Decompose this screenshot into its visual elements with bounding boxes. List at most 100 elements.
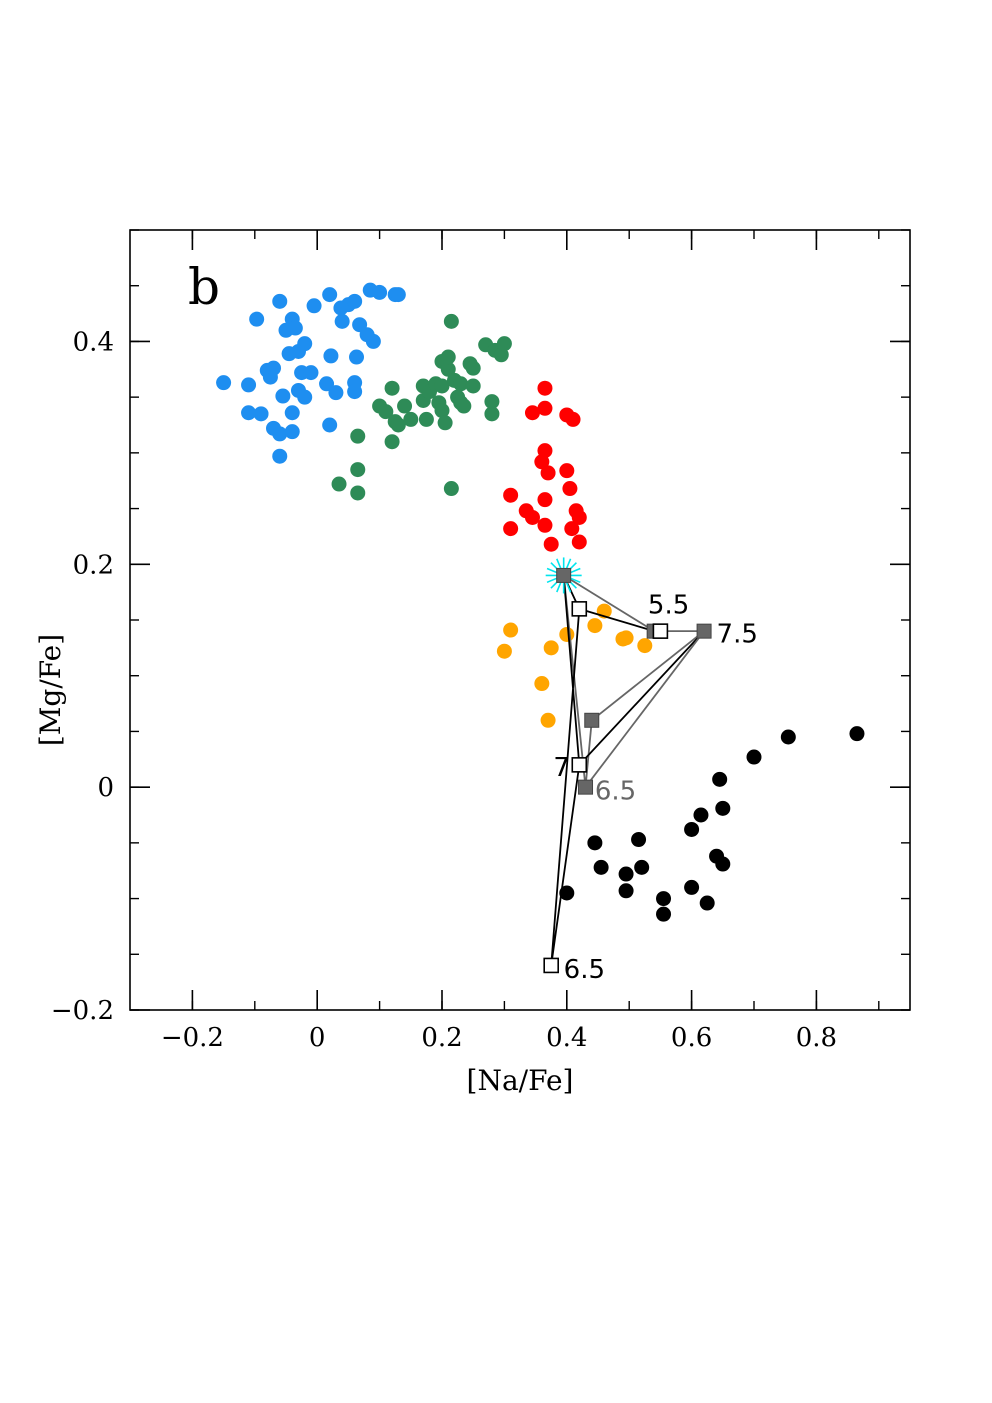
mass-label: 6.5 xyxy=(595,776,636,806)
scatter-point xyxy=(559,626,575,642)
scatter-point xyxy=(397,398,413,414)
filled-square-marker xyxy=(584,712,600,728)
scatter-point xyxy=(540,465,556,481)
scatter-point xyxy=(272,448,288,464)
scatter-point xyxy=(272,426,288,442)
scatter-point xyxy=(537,443,553,459)
scatter-point xyxy=(746,749,762,765)
scatter-point xyxy=(297,389,313,405)
scatter-point xyxy=(684,821,700,837)
scatter-point xyxy=(266,360,282,376)
scatter-point xyxy=(484,394,500,410)
scatter-point xyxy=(331,476,347,492)
scatter-point xyxy=(524,405,540,421)
x-tick-label: 0.4 xyxy=(546,1023,587,1053)
scatter-point xyxy=(693,807,709,823)
open-square-marker xyxy=(652,623,669,639)
scatter-point xyxy=(384,380,400,396)
plot-frame xyxy=(129,229,911,1011)
mass-label: 7.5 xyxy=(717,619,758,649)
x-tick-label: −0.2 xyxy=(161,1023,224,1053)
scatter-point xyxy=(390,287,406,303)
scatter-point xyxy=(565,411,581,427)
y-tick-label: 0.4 xyxy=(73,327,114,357)
scatter-point xyxy=(524,509,540,525)
scatter-point xyxy=(378,404,394,420)
scatter-point xyxy=(303,365,319,381)
scatter-point xyxy=(564,521,580,537)
scatter-point xyxy=(540,712,556,728)
x-axis-title: [Na/Fe] xyxy=(467,1064,574,1097)
scatter-point xyxy=(849,726,865,742)
scatter-point xyxy=(241,377,257,393)
scatter-point xyxy=(437,415,453,431)
scatter-point xyxy=(537,380,553,396)
scatter-point xyxy=(537,492,553,508)
scatter-point xyxy=(587,835,603,851)
scatter-point xyxy=(684,879,700,895)
y-tick-label: 0 xyxy=(97,773,114,803)
scatter-point xyxy=(347,384,363,400)
scatter-point xyxy=(443,313,459,329)
scatter-point xyxy=(440,349,456,365)
open-square-marker xyxy=(571,757,588,773)
marks-layer xyxy=(216,282,865,974)
scatter-point xyxy=(275,388,291,404)
scatter-point xyxy=(328,385,344,401)
mass-label: 5.5 xyxy=(648,590,689,620)
scatter-point xyxy=(456,398,472,414)
scatter-point xyxy=(484,406,500,422)
scatter-point xyxy=(287,320,303,336)
scatter-point xyxy=(272,293,288,309)
scatter-point xyxy=(434,378,450,394)
scatter-point xyxy=(297,336,313,352)
scatter-point xyxy=(334,313,350,329)
scatter-point xyxy=(496,336,512,352)
scatter-point xyxy=(323,348,339,364)
x-tick-label: 0.2 xyxy=(421,1023,462,1053)
scatter-point xyxy=(593,859,609,875)
scatter-point xyxy=(453,376,469,392)
y-tick-label: 0.2 xyxy=(73,550,114,580)
scatter-point xyxy=(634,859,650,875)
scatter-point xyxy=(587,618,603,634)
model-track-line xyxy=(584,630,705,788)
open-square-marker xyxy=(543,957,560,974)
scatter-point xyxy=(534,676,550,692)
scatter-point xyxy=(618,630,634,646)
scatter-point xyxy=(537,517,553,533)
scatter-point xyxy=(656,906,672,922)
x-tick-label: 0.8 xyxy=(796,1023,837,1053)
filled-square-marker xyxy=(578,779,594,795)
scatter-point xyxy=(350,485,366,501)
scatter-point xyxy=(241,405,257,421)
mass-label: 7 xyxy=(553,753,570,783)
scatter-point xyxy=(559,885,575,901)
mass-label: 6.5 xyxy=(564,955,605,985)
scatter-point xyxy=(216,375,232,391)
scatter-point xyxy=(571,534,587,550)
scatter-point xyxy=(656,891,672,907)
scatter-point xyxy=(699,895,715,911)
scatter-point xyxy=(306,298,322,314)
model-track-line xyxy=(562,574,707,788)
scatter-point xyxy=(349,349,365,365)
scatter-point xyxy=(384,434,400,450)
scatter-point xyxy=(712,771,728,787)
scatter-point xyxy=(715,800,731,816)
scatter-point xyxy=(780,729,796,745)
scatter-point xyxy=(571,509,587,525)
scatter-point xyxy=(631,832,647,848)
scatter-point xyxy=(284,405,300,421)
scatter-point xyxy=(559,463,575,479)
x-tick-label: 0 xyxy=(309,1023,326,1053)
scatter-point xyxy=(715,856,731,872)
open-square-marker xyxy=(571,601,588,617)
scatter-point xyxy=(543,536,559,552)
scatter-point xyxy=(503,521,519,537)
scatter-point xyxy=(543,640,559,656)
scatter-point xyxy=(562,481,578,497)
